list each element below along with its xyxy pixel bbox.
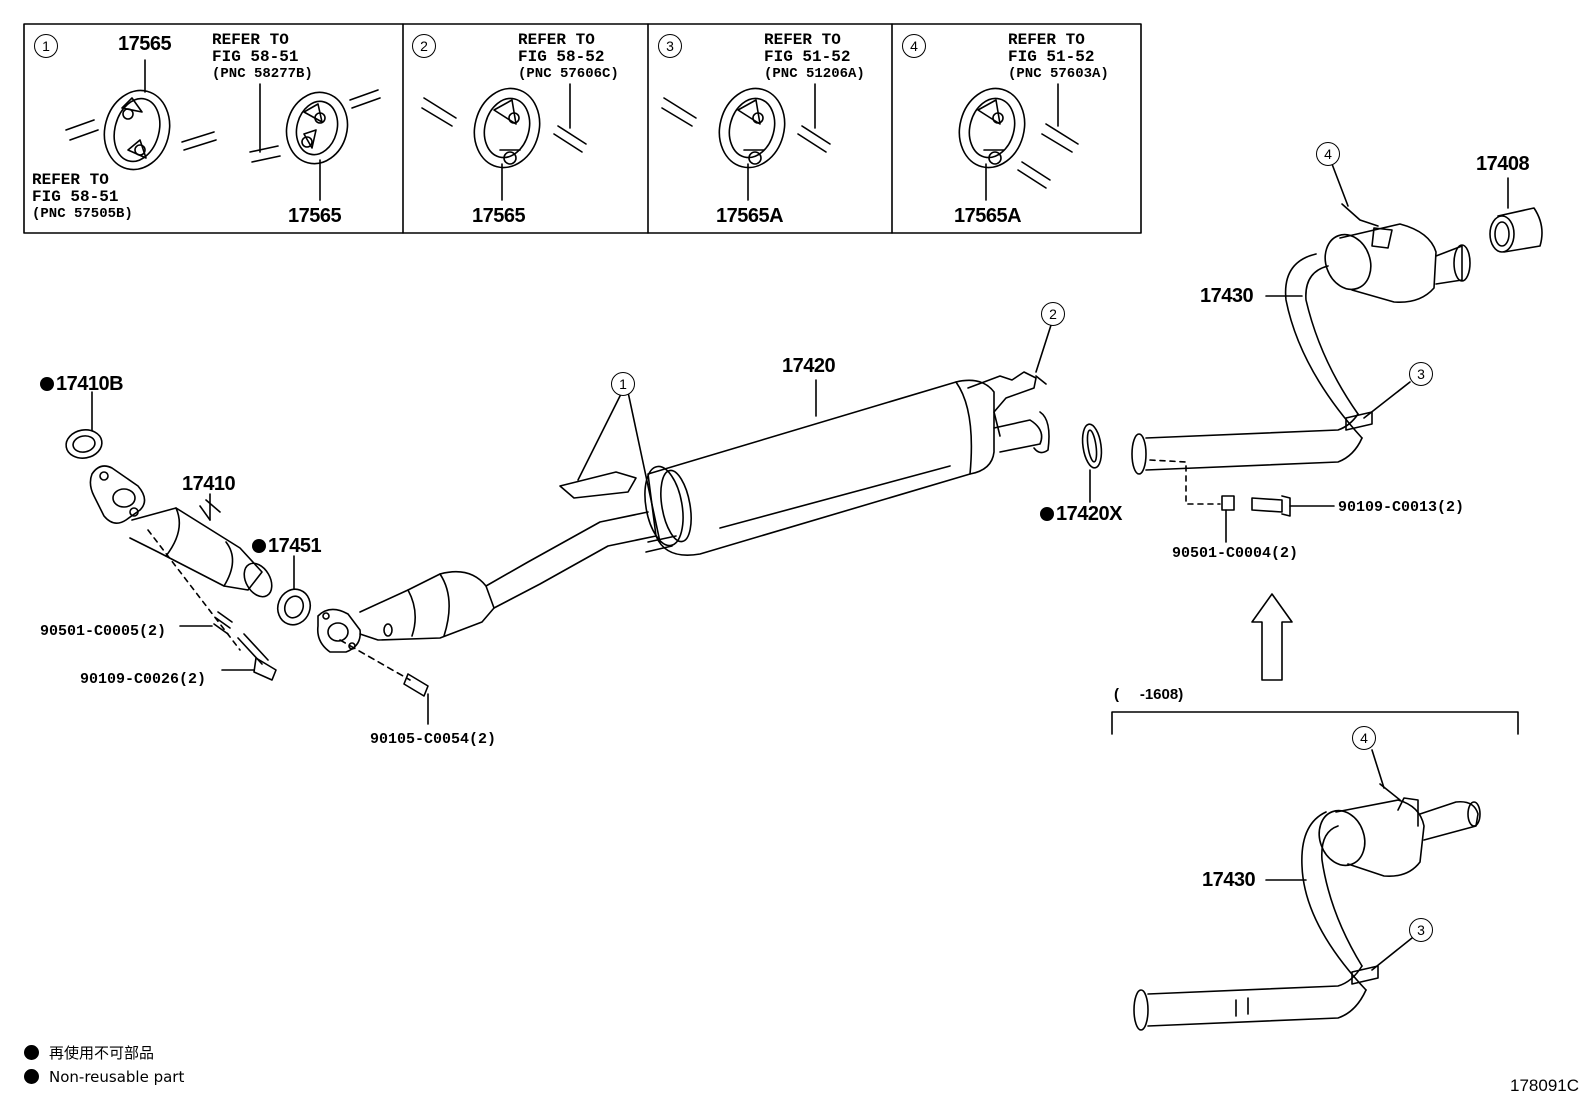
panel-1-drawing <box>65 59 381 201</box>
part-label-17430-upper: 17430 <box>1200 285 1254 307</box>
range-bracket <box>1111 711 1519 735</box>
refer-line: REFER TO <box>212 31 289 49</box>
callout-3-lower: 3 <box>1409 918 1433 942</box>
panel-1-part-top: 17565 <box>118 33 172 55</box>
panel-2-part: 17565 <box>472 205 526 227</box>
front-pipe-17410-drawing <box>89 465 277 681</box>
refer-line: FIG 58-51 <box>212 48 299 66</box>
part-label-90501-c0005: 90501-C0005(2) <box>40 623 167 640</box>
refer-pnc: (PNC 57606C) <box>518 66 619 82</box>
refer-line: FIG 51-52 <box>1008 48 1095 66</box>
refer-pnc: (PNC 58277B) <box>212 66 313 82</box>
panel-2-drawing <box>421 83 587 201</box>
panel-4-drawing <box>958 83 1079 201</box>
part-label-17410: 17410 <box>182 473 236 495</box>
panel-1-part-bottom: 17565 <box>288 205 342 227</box>
gasket-17451-drawing <box>276 555 312 626</box>
refer-pnc: (PNC 57505B) <box>32 206 133 222</box>
callout-2: 2 <box>1041 302 1065 326</box>
part-number: 17451 <box>268 535 322 557</box>
panel-3-marker: 3 <box>658 34 682 58</box>
callout-4-lower: 4 <box>1352 726 1376 750</box>
gasket-17410b-drawing <box>65 391 103 459</box>
part-label-90105-c0054: 90105-C0054(2) <box>370 731 497 748</box>
callout-3-upper: 3 <box>1409 362 1433 386</box>
callout-4-upper: 4 <box>1316 142 1340 166</box>
panel-1-refer-left: REFER TO FIG 58-51 (PNC 57505B) <box>32 172 133 223</box>
refer-line: FIG 58-52 <box>518 48 605 66</box>
inset-frame <box>23 23 1142 234</box>
panel-3-drawing <box>661 83 831 201</box>
part-label-17430-lower: 17430 <box>1202 869 1256 891</box>
part-number: 17410B <box>56 373 124 395</box>
bolt-90105-drawing <box>339 639 429 725</box>
panel-4-refer: REFER TO FIG 51-52 (PNC 57603A) <box>1008 32 1109 83</box>
refer-line: REFER TO <box>518 31 595 49</box>
figure-id: 178091C <box>1510 1076 1580 1095</box>
part-label-17420: 17420 <box>782 355 836 377</box>
tail-pipe-lower-drawing <box>1133 749 1481 1031</box>
gasket-17420x-drawing <box>1081 423 1103 503</box>
legend-text: Non-reusable part <box>49 1068 185 1086</box>
legend-line-english: Non-reusable part <box>24 1068 184 1086</box>
date-range-label: ( -1608) <box>1114 686 1184 703</box>
part-label-90109-c0013: 90109-C0013(2) <box>1338 499 1465 516</box>
center-pipe-17420-drawing <box>316 321 1053 653</box>
non-reusable-marker <box>252 539 266 553</box>
change-arrow <box>1251 593 1293 681</box>
part-label-17408: 17408 <box>1476 153 1530 175</box>
non-reusable-marker <box>24 1045 39 1060</box>
refer-pnc: (PNC 51206A) <box>764 66 865 82</box>
non-reusable-marker <box>40 377 54 391</box>
part-label-17451: 17451 <box>252 535 322 557</box>
tail-pipe-upper-drawing <box>1131 163 1543 543</box>
panel-4-marker: 4 <box>902 34 926 58</box>
non-reusable-marker <box>24 1069 39 1084</box>
callout-1: 1 <box>611 372 635 396</box>
part-label-17410b: 17410B <box>40 373 124 395</box>
part-number: 17420X <box>1056 503 1122 525</box>
refer-pnc: (PNC 57603A) <box>1008 66 1109 82</box>
legend-line-japanese: 再使用不可部品 <box>24 1042 154 1063</box>
panel-1-refer-right: REFER TO FIG 58-51 (PNC 58277B) <box>212 32 313 83</box>
panel-2-marker: 2 <box>412 34 436 58</box>
panel-2-refer: REFER TO FIG 58-52 (PNC 57606C) <box>518 32 619 83</box>
part-label-90501-c0004: 90501-C0004(2) <box>1172 545 1299 562</box>
refer-line: REFER TO <box>32 171 109 189</box>
panel-3-part: 17565A <box>716 205 784 227</box>
panel-1-marker: 1 <box>34 34 58 58</box>
panel-3-refer: REFER TO FIG 51-52 (PNC 51206A) <box>764 32 865 83</box>
panel-4-part: 17565A <box>954 205 1022 227</box>
refer-line: REFER TO <box>1008 31 1085 49</box>
part-label-90109-c0026: 90109-C0026(2) <box>80 671 207 688</box>
part-label-17420x: 17420X <box>1040 504 1122 524</box>
refer-line: FIG 58-51 <box>32 188 119 206</box>
legend-text: 再使用不可部品 <box>49 1044 155 1062</box>
refer-line: REFER TO <box>764 31 841 49</box>
non-reusable-marker <box>1040 507 1054 521</box>
refer-line: FIG 51-52 <box>764 48 851 66</box>
